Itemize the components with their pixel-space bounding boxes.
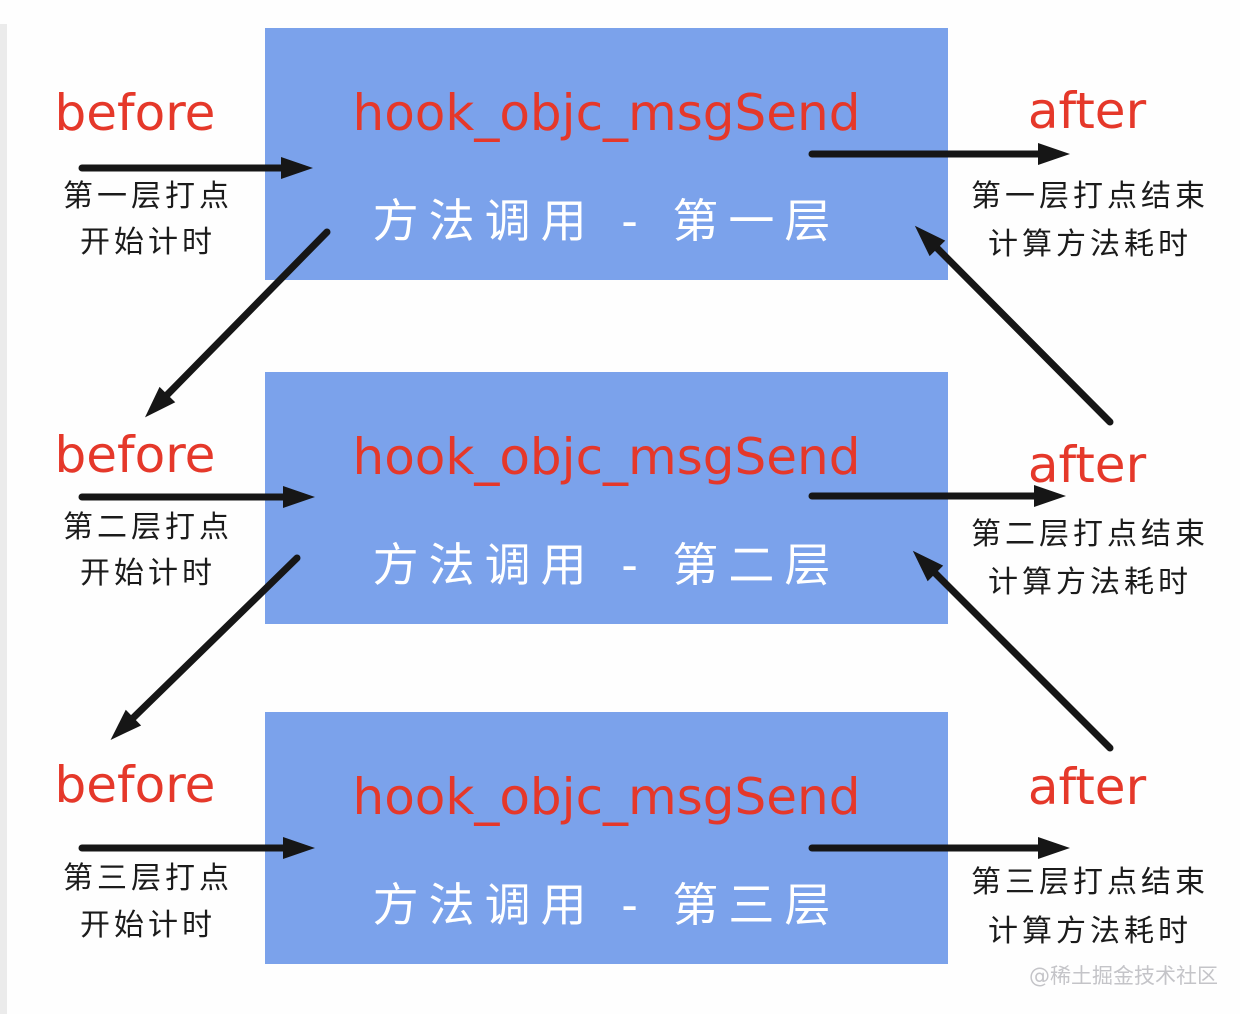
hook-box-layer-1: hook_objc_msgSend 方法调用 - 第一层: [265, 28, 948, 280]
before-note-1-line-2: 开始计时: [80, 225, 216, 260]
box-subtitle: 方法调用 - 第三层: [372, 878, 841, 932]
after-note-2-line-1: 第二层打点结束: [971, 517, 1209, 552]
box-title: hook_objc_msgSend: [352, 768, 861, 826]
page-edge-strip: [0, 24, 7, 1014]
after-label-1: after: [1027, 82, 1147, 140]
before-label-2: before: [54, 426, 216, 484]
before-note-1-line-1: 第一层打点: [63, 179, 233, 214]
before-note-2-line-1: 第二层打点: [63, 510, 233, 545]
hook-box-layer-3: hook_objc_msgSend 方法调用 - 第三层: [265, 712, 948, 964]
hook-box-layer-2: hook_objc_msgSend 方法调用 - 第二层: [265, 372, 948, 624]
box-subtitle: 方法调用 - 第二层: [372, 538, 841, 592]
after-label-2: after: [1027, 436, 1147, 494]
after-label-3: after: [1027, 758, 1147, 816]
box-subtitle: 方法调用 - 第一层: [372, 194, 841, 248]
box-title: hook_objc_msgSend: [352, 84, 861, 142]
after-note-1-line-2: 计算方法耗时: [988, 227, 1192, 262]
before-label-3: before: [54, 756, 216, 814]
before-note-2-line-2: 开始计时: [80, 556, 216, 591]
return-up-arrow-layer2-to-1: [914, 225, 1114, 426]
box-title: hook_objc_msgSend: [352, 428, 861, 486]
after-note-2-line-2: 计算方法耗时: [988, 565, 1192, 600]
before-label-1: before: [54, 84, 216, 142]
before-note-3-line-2: 开始计时: [80, 908, 216, 943]
after-note-3-line-1: 第三层打点结束: [971, 865, 1209, 900]
watermark: @稀土掘金技术社区: [1029, 964, 1218, 988]
after-note-3-line-2: 计算方法耗时: [988, 914, 1192, 949]
before-note-3-line-1: 第三层打点: [63, 861, 233, 896]
after-note-1-line-1: 第一层打点结束: [971, 179, 1209, 214]
